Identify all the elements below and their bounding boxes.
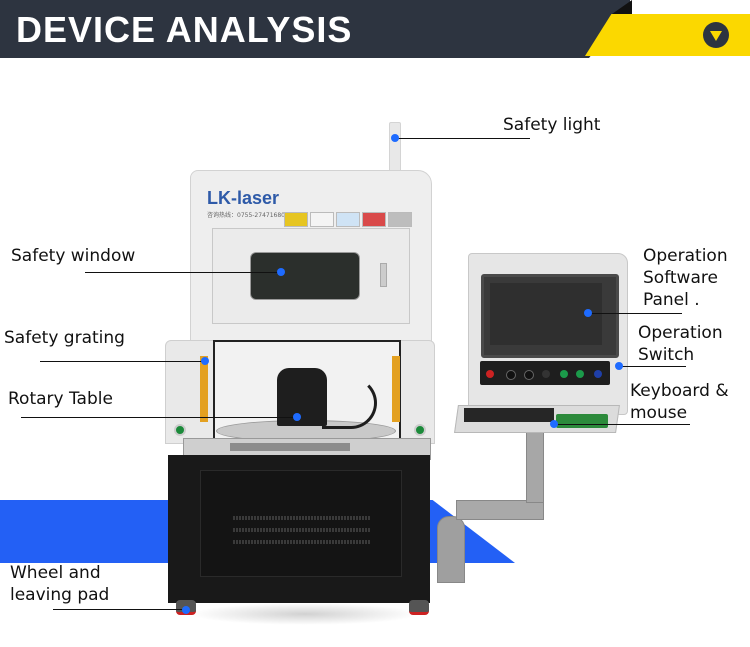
monitor-display	[490, 283, 602, 345]
operation-switch-marker	[615, 362, 623, 370]
wheel-pad-marker	[182, 606, 190, 614]
safety-light-leader	[395, 138, 530, 139]
base-panel	[200, 470, 402, 577]
label-wheel-pad: Wheel and leaving pad	[10, 563, 110, 605]
label-rotary-table: Rotary Table	[8, 389, 113, 409]
rotary-table-leader	[21, 417, 298, 418]
rotary-fixture	[277, 368, 327, 426]
safety-light-pole	[389, 122, 401, 174]
leveling-foot-right	[409, 600, 429, 615]
start-button-left	[174, 424, 186, 436]
floor-shadow	[190, 603, 420, 625]
header-banner	[0, 0, 630, 58]
arm-horizontal	[456, 500, 544, 520]
start-button-right	[414, 424, 426, 436]
worktop-slot	[230, 443, 350, 451]
chevron-down-circle-icon[interactable]	[703, 22, 729, 48]
label-safety-light: Safety light	[503, 115, 601, 135]
keyboard-mouse-marker	[550, 420, 558, 428]
indicator-switch	[542, 370, 550, 378]
safety-grating-right	[392, 356, 400, 422]
page-title: DEVICE ANALYSIS	[16, 9, 353, 50]
safety-light-marker	[391, 134, 399, 142]
safety-grating-left	[200, 356, 208, 422]
safety-window	[250, 252, 360, 300]
hotline-text: 咨询热线：0755-27471680	[207, 212, 285, 219]
brand-logo: LK-laser	[207, 188, 280, 208]
green-switch	[576, 370, 584, 378]
vent-row	[233, 540, 370, 544]
safety-window-marker	[277, 268, 285, 276]
operation-switch-leader	[619, 366, 686, 367]
label-keyboard-mouse: Keyboard & mouse	[630, 381, 729, 423]
safety-grating-leader	[40, 361, 205, 362]
green-switch	[560, 370, 568, 378]
label-operation-switch: Operation Switch	[638, 323, 723, 365]
vent-row	[233, 528, 370, 532]
blue-switch	[594, 370, 602, 378]
wheel-pad-leader	[53, 609, 186, 610]
key-switch	[506, 370, 516, 380]
vent-row	[233, 516, 370, 520]
software-panel-marker	[584, 309, 592, 317]
arm-joint	[437, 516, 465, 583]
safety-grating-marker	[201, 357, 209, 365]
label-safety-grating: Safety grating	[4, 328, 125, 348]
label-software-panel: Operation Software Panel .	[643, 246, 728, 310]
key-switch	[524, 370, 534, 380]
rotary-table-marker	[293, 413, 301, 421]
mouse-pad	[556, 414, 608, 428]
software-panel-leader	[589, 313, 682, 314]
keyboard-mouse-leader	[554, 424, 690, 425]
safety-window-leader	[85, 272, 281, 273]
label-safety-window: Safety window	[11, 246, 136, 266]
keyboard	[464, 408, 554, 422]
arm-vertical	[526, 431, 544, 503]
emergency-stop-switch	[486, 370, 494, 378]
rotary-cable	[322, 377, 377, 429]
door-handle	[380, 263, 387, 287]
warning-stickers	[284, 212, 412, 227]
